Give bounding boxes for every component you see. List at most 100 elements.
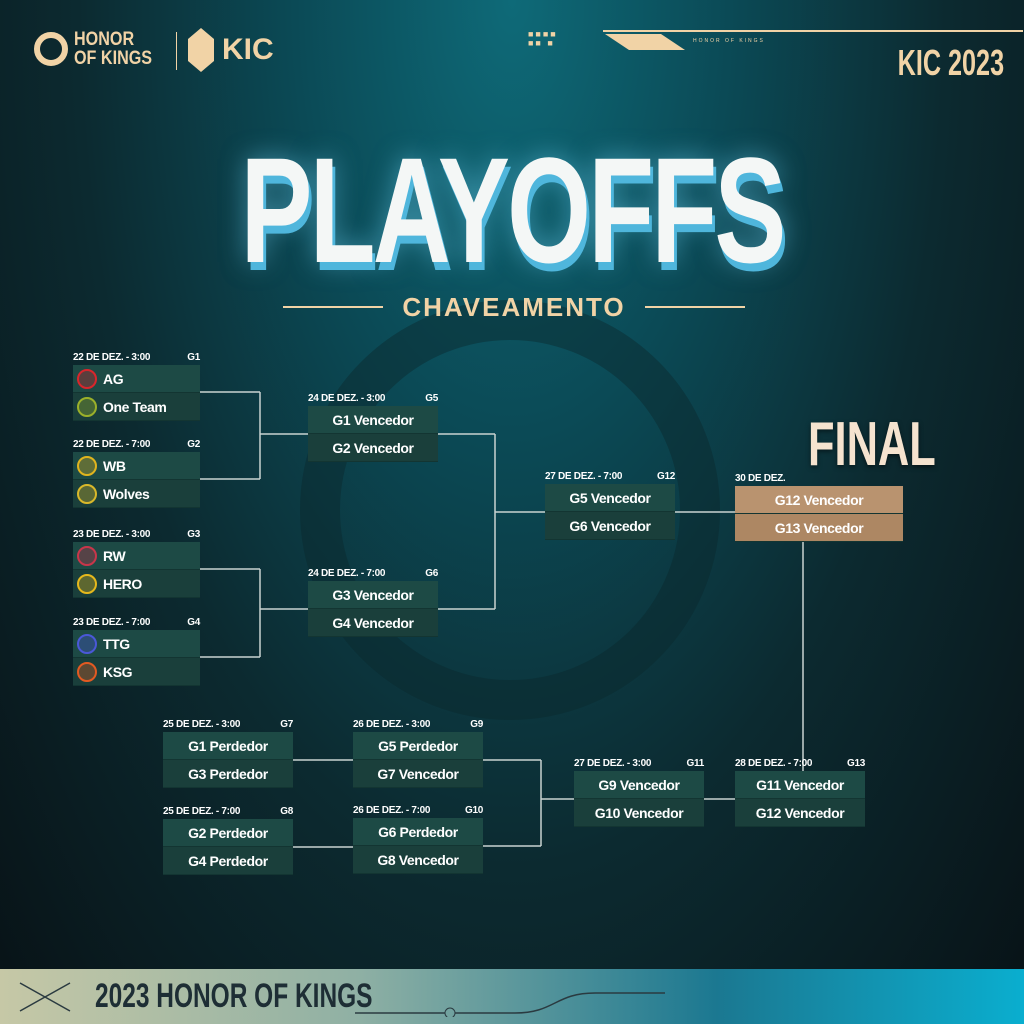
team-row: WB [73,452,200,480]
final-label: FINAL [808,410,936,479]
decor-line-left [283,306,383,308]
match-header: 24 DE DEZ. - 3:00 G5 [308,393,438,405]
team-row: AG [73,365,200,393]
slot-row: G12 Vencedor [735,486,903,514]
slot-row: G4 Vencedor [308,609,438,637]
kic-logo: KIC [188,28,274,72]
year-badge: KIC 2023 [897,42,1004,83]
match-id: G11 [686,758,705,769]
slot-row: G2 Perdedor [163,819,293,847]
slot-row: G5 Perdedor [353,732,483,760]
match-id: G7 [280,719,293,730]
slot-row: G7 Vencedor [353,760,483,788]
slot-row: G11 Vencedor [735,771,865,799]
brand-line-1: HONOR [74,29,135,50]
team-row: One Team [73,393,200,421]
brand-line-2: OF KINGS [74,48,153,69]
page-title: PLAYOFFS [240,126,786,294]
team-row: KSG [73,658,200,686]
slot-row: G1 Perdedor [163,732,293,760]
match-date: 25 DE DEZ. - 7:00 [163,806,241,817]
slot-row: G12 Vencedor [735,799,865,827]
match-header: 25 DE DEZ. - 3:00 G7 [163,719,293,731]
match-header: 25 DE DEZ. - 7:00 G8 [163,806,293,818]
subtitle: CHAVEAMENTO [402,292,626,322]
team-logo-icon [77,573,97,594]
match-id: G6 [425,568,438,579]
match-id: G13 [846,758,865,769]
team-row: HERO [73,570,200,598]
match-date: 24 DE DEZ. - 7:00 [308,568,386,579]
match-date: 26 DE DEZ. - 3:00 [353,719,431,730]
match-date: 26 DE DEZ. - 7:00 [353,805,431,816]
match-date: 27 DE DEZ. - 3:00 [574,758,652,769]
slot-row: G3 Vencedor [308,581,438,609]
match-header: 26 DE DEZ. - 7:00 G10 [353,805,483,817]
decor-line [603,30,1023,32]
match-id: G8 [280,806,293,817]
match-id: G1 [187,352,200,363]
match-date: 24 DE DEZ. - 3:00 [308,393,386,404]
match-id: G12 [656,471,675,482]
slot-row: G8 Vencedor [353,846,483,874]
match-header: 27 DE DEZ. - 7:00 G12 [545,471,675,483]
kic-logo-text: KIC [222,33,274,66]
slot-row: G1 Vencedor [308,406,438,434]
match-id: G9 [470,719,483,730]
team-row: Wolves [73,480,200,508]
decor-line-right [645,306,745,308]
slot-row: G6 Perdedor [353,818,483,846]
team-name: HERO [103,575,142,592]
team-name: Wolves [103,485,150,502]
match-id: G10 [464,805,483,816]
team-name: AG [103,370,124,387]
team-logo-icon [77,633,97,654]
decor-dots: ■■■■■■ ■ [528,29,558,48]
logo-divider [176,32,177,70]
match-date: 30 DE DEZ. [735,473,786,484]
slot-row: G2 Vencedor [308,434,438,462]
match-header: 26 DE DEZ. - 3:00 G9 [353,719,483,731]
match-date: 25 DE DEZ. - 3:00 [163,719,241,730]
match-header: 30 DE DEZ. [735,473,903,485]
match-date: 23 DE DEZ. - 7:00 [73,617,151,628]
subtitle-banner: CHAVEAMENTO [283,292,745,322]
tagline: HONOR OF KINGS [693,38,765,44]
slot-row: G4 Perdedor [163,847,293,875]
slot-row: G10 Vencedor [574,799,704,827]
team-logo-icon [77,455,97,476]
match-date: 27 DE DEZ. - 7:00 [545,471,623,482]
team-logo-icon [77,661,97,682]
footer-title: 2023 HONOR OF KINGS [95,977,373,1015]
team-logo-icon [77,368,97,389]
slot-row: G3 Perdedor [163,760,293,788]
team-name: KSG [103,663,133,680]
match-header: 24 DE DEZ. - 7:00 G6 [308,568,438,580]
footer-banner: 2023 HONOR OF KINGS [0,969,1024,1024]
match-id: G4 [187,617,200,628]
slot-row: G13 Vencedor [735,514,903,542]
match-id: G3 [187,529,200,540]
match-id: G5 [425,393,438,404]
team-name: RW [103,547,126,564]
team-row: RW [73,542,200,570]
decor-wave [355,992,665,1017]
team-name: WB [103,457,126,474]
